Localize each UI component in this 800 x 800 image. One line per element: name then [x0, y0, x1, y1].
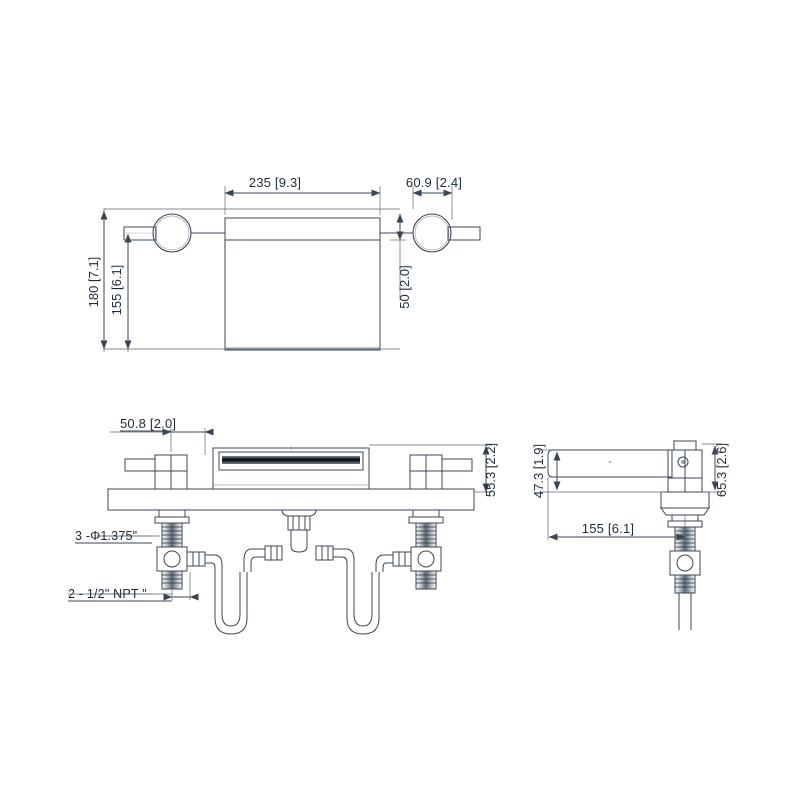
label-55-3: 55.3 [2.2]	[483, 443, 498, 497]
label-3-holes: 3 -Φ1.375"	[75, 529, 137, 543]
lever-arm-side	[547, 449, 673, 478]
handle-right-front	[380, 213, 481, 253]
escutcheon-side	[660, 491, 710, 516]
bottom-side-view	[540, 440, 722, 630]
valve-shank-right	[375, 509, 444, 590]
callout-underlines	[68, 430, 172, 602]
label-50-8: 50.8 [2.0]	[120, 416, 176, 431]
leader-lines	[68, 535, 151, 595]
deck-plate	[107, 488, 475, 511]
waterfall-spout-front	[224, 217, 381, 351]
valve-shank-left	[154, 509, 223, 590]
handle-body-side	[667, 440, 703, 493]
label-235: 235 [9.3]	[249, 175, 301, 190]
label-60-9: 60.9 [2.4]	[406, 175, 462, 190]
waterfall-spout-section	[212, 446, 370, 490]
spout-inlet-tee	[243, 509, 355, 572]
drawing-geometry	[68, 186, 722, 635]
label-155: 155 [6.1]	[109, 265, 124, 316]
label-155-side: 155 [6.1]	[582, 521, 634, 536]
handle-left-front	[123, 213, 225, 253]
front-elevation-view	[100, 186, 481, 352]
label-npt: 2 - 1/2" NPT "	[68, 587, 147, 601]
label-47-3: 47.3 [1.9]	[531, 444, 546, 498]
bottom-front-section-view	[97, 428, 492, 635]
handle-right-section	[409, 454, 473, 490]
dimension-labels: 235 [9.3] 60.9 [2.4] 180 [7.1] 155 [6.1]…	[68, 175, 729, 601]
label-50: 50 [2.0]	[397, 265, 412, 308]
label-65-3: 65.3 [2.6]	[714, 443, 729, 497]
supply-hose-loops	[214, 572, 380, 635]
label-180: 180 [7.1]	[86, 257, 101, 308]
handle-left-section	[124, 454, 188, 490]
